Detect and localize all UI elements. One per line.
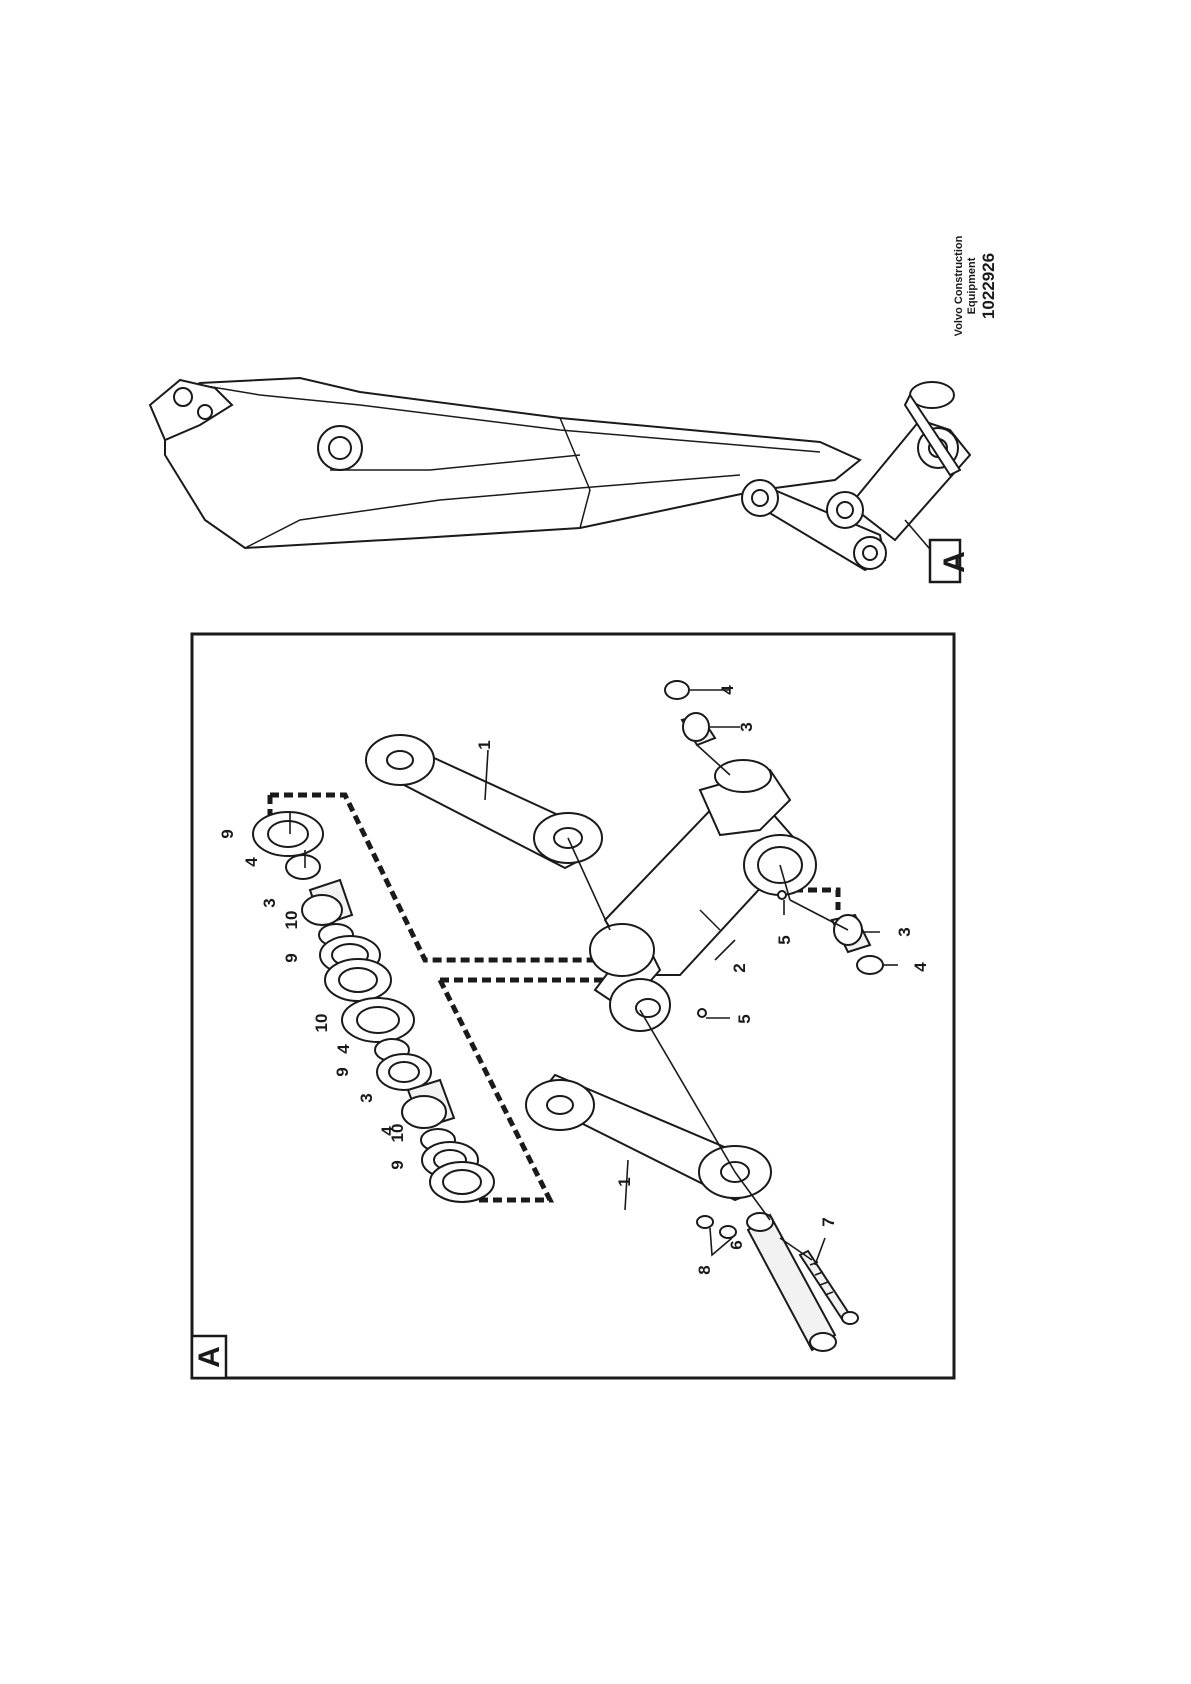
detail-ref-label: A <box>938 551 971 573</box>
pin-bolt-nuts <box>696 1212 859 1352</box>
brand-line1: Volvo Construction <box>953 235 965 336</box>
label-part-1-lower: 1 <box>615 1177 634 1186</box>
boom-overview <box>148 376 972 572</box>
label-part-9-c: 9 <box>333 1067 352 1076</box>
detail-frame-label: A <box>193 1346 226 1368</box>
label-part-4-c: 4 <box>242 857 261 867</box>
label-part-3-c: 3 <box>260 898 279 907</box>
label-part-4-a: 4 <box>718 685 737 695</box>
label-part-2: 2 <box>730 963 749 972</box>
rocker-part-2 <box>589 759 817 1032</box>
detail-frame <box>190 632 956 1380</box>
detail-frame-label-box: A <box>190 1334 228 1380</box>
bushing-stack <box>252 811 495 1203</box>
label-leaders <box>289 689 898 1266</box>
label-part-4-e: 4 <box>378 1126 397 1136</box>
detail-ref-box: A <box>928 538 971 584</box>
label-part-4-b: 4 <box>911 962 930 972</box>
link-part-1-lower <box>525 1073 772 1202</box>
label-part-10-a: 10 <box>282 911 301 930</box>
label-part-5-a: 5 <box>775 935 794 944</box>
brand-block: Volvo Construction Equipment 1022926 <box>953 235 998 336</box>
part-number-labels: 1 1 2 3 3 3 3 4 4 4 4 4 5 5 6 7 8 9 9 9 … <box>218 685 930 1275</box>
label-part-3-d: 3 <box>357 1093 376 1102</box>
doc-number: 1022926 <box>979 253 998 319</box>
label-part-7: 7 <box>819 1217 838 1226</box>
right-small-parts <box>664 680 884 975</box>
label-part-6: 6 <box>727 1240 746 1249</box>
assembly-bracket-upper <box>270 792 610 963</box>
link-part-1-upper <box>365 734 603 870</box>
label-part-10-b: 10 <box>312 1014 331 1033</box>
label-part-9-b: 9 <box>282 953 301 962</box>
label-part-1-upper: 1 <box>475 740 494 749</box>
label-part-5-b: 5 <box>735 1014 754 1023</box>
label-part-3-a: 3 <box>737 722 756 731</box>
label-part-8: 8 <box>695 1265 714 1274</box>
assembly-bracket-lower <box>437 977 620 1203</box>
label-part-4-d: 4 <box>334 1044 353 1054</box>
boom-body <box>164 376 862 550</box>
label-part-3-b: 3 <box>895 927 914 936</box>
brand-line2: Equipment <box>966 257 978 314</box>
label-part-10-c: 10 <box>388 1124 407 1143</box>
label-part-9-d: 9 <box>388 1160 407 1169</box>
label-part-9-a: 9 <box>218 829 237 838</box>
